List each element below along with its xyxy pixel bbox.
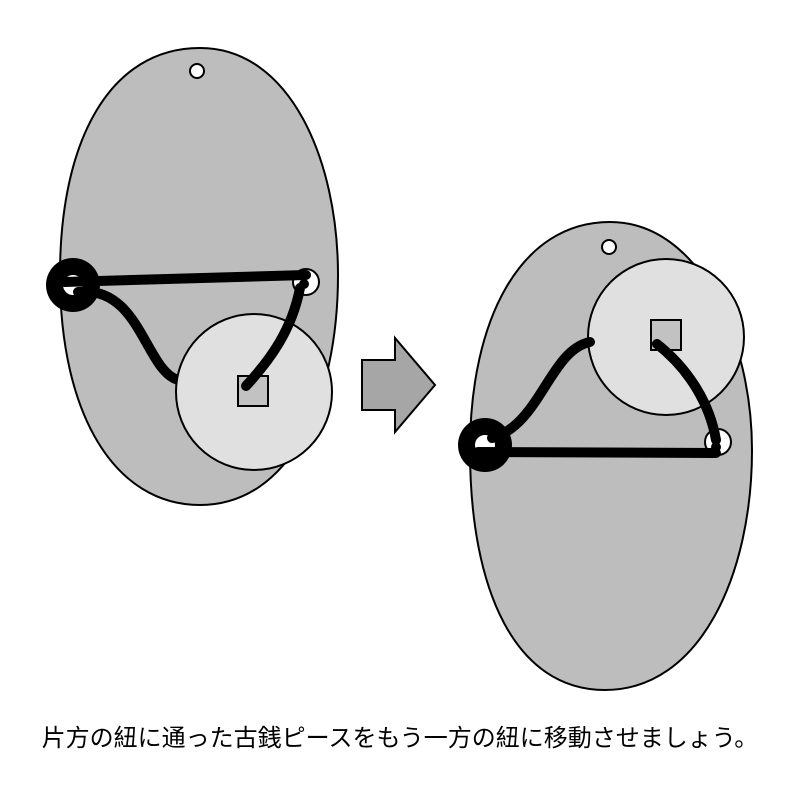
upper-cord-before xyxy=(59,270,311,287)
instruction-caption: 片方の紐に通った古銭ピースをもう一方の紐に移動させましょう。 xyxy=(41,724,759,752)
right-hole-knot-before xyxy=(299,279,309,289)
arrow-right-icon xyxy=(361,335,437,435)
coin-cord-after xyxy=(652,339,721,445)
hanging-hole-before xyxy=(189,63,205,79)
lower-cord-after xyxy=(473,447,721,458)
coin-cord-before xyxy=(241,283,305,391)
hanging-hole-after xyxy=(601,239,617,255)
before-figure xyxy=(46,46,340,507)
after-figure xyxy=(458,220,754,692)
lower-cord-before xyxy=(73,286,183,385)
upper-cord-after xyxy=(487,337,595,443)
right-hole-knot-after xyxy=(711,442,721,452)
